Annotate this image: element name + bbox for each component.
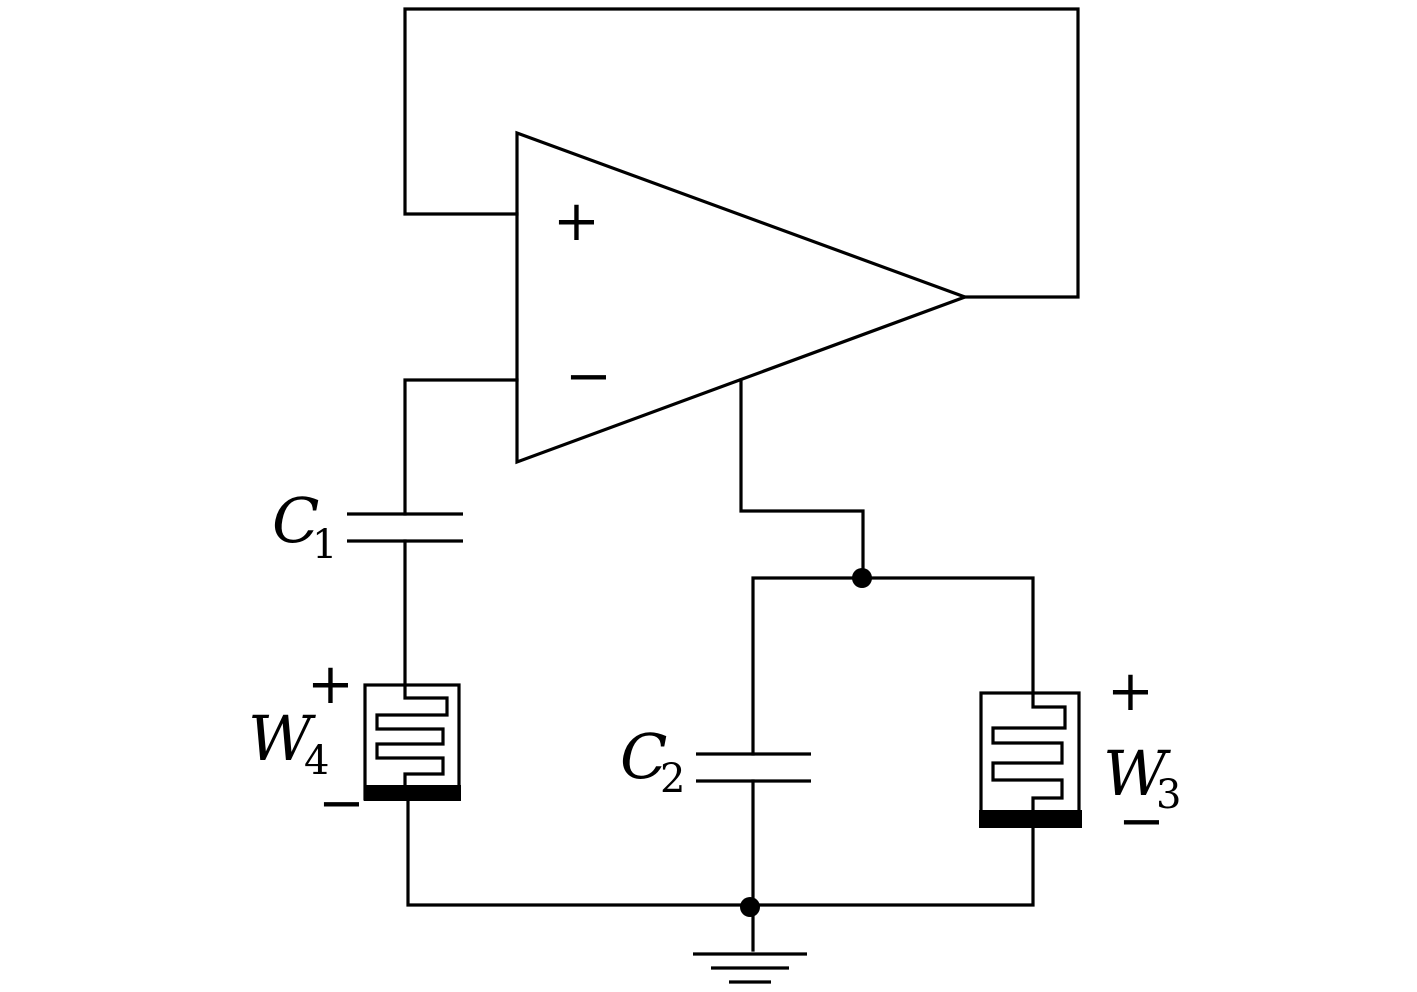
w3-label: W — [1103, 737, 1171, 810]
ground-rail — [406, 799, 1035, 907]
ground-symbol — [693, 952, 807, 984]
w4-label: W — [248, 702, 316, 775]
capacitor-c1 — [347, 512, 463, 543]
w4-base — [364, 785, 461, 801]
junction-rail — [751, 576, 1035, 756]
c2-label: C — [620, 720, 667, 793]
junction-node-bottom — [740, 897, 760, 917]
w4-body — [363, 683, 461, 801]
sensor-w4 — [363, 683, 461, 801]
opamp-minus-sign: − — [565, 344, 612, 409]
w4-minus-sign: − — [318, 771, 365, 836]
opamp-plus-sign: + — [553, 189, 600, 254]
w3-base — [979, 810, 1082, 828]
w3-subscript: 3 — [1156, 772, 1181, 818]
c1-subscript: 1 — [312, 522, 337, 568]
junction-node-top — [852, 568, 872, 588]
w3-electrode — [991, 693, 1067, 812]
minus-input-wire — [403, 378, 519, 516]
w4-electrode — [375, 685, 449, 790]
opamp-bottom-wire — [739, 378, 865, 580]
c2-subscript: 2 — [660, 756, 685, 802]
sensor-w3 — [979, 691, 1082, 828]
w3-plus-sign: + — [1107, 659, 1154, 724]
w4-subscript: 4 — [304, 738, 329, 784]
feedback-wire — [403, 7, 1080, 299]
c1-label: C — [272, 484, 319, 557]
w4-plus-sign: + — [307, 652, 354, 717]
capacitor-c2 — [696, 752, 811, 783]
w3-minus-sign: − — [1118, 789, 1165, 854]
